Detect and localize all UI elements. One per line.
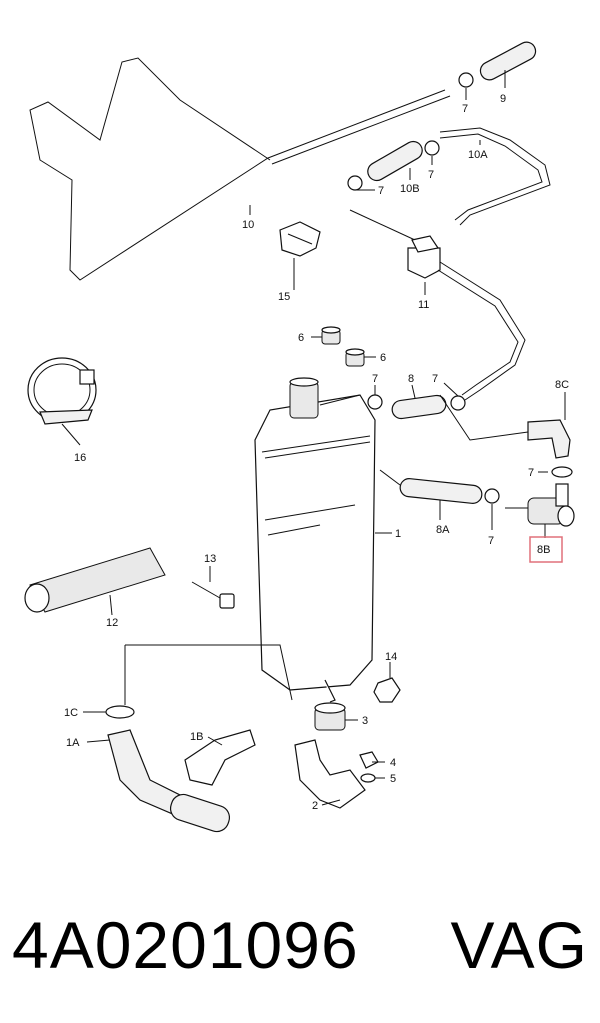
- label-7c: 7: [378, 185, 384, 197]
- label-7g: 7: [488, 535, 494, 547]
- label-8A: 8A: [436, 524, 450, 536]
- label-12: 12: [106, 617, 118, 629]
- label-5: 5: [390, 773, 396, 785]
- label-6b: 6: [380, 352, 386, 364]
- mount-6-right: [345, 348, 365, 367]
- hose-9: [479, 41, 537, 81]
- label-7e: 7: [432, 373, 438, 385]
- hose-10B: [367, 140, 423, 182]
- callout-labels: 9 7 10A 7 10B 7 10 11 15 6 6 7 8 7 8C 16…: [64, 93, 569, 812]
- clamp-7-valve-top: [551, 466, 573, 478]
- label-8B: 8B: [537, 544, 550, 556]
- caption-bar: 4A0201096 VAG: [0, 890, 600, 1000]
- mount-6-left: [321, 326, 341, 345]
- callout-leaders: [61, 70, 566, 806]
- label-1B: 1B: [190, 731, 203, 743]
- hose-from-bracket: [437, 261, 526, 401]
- label-1: 1: [395, 528, 401, 540]
- label-14: 14: [385, 651, 397, 663]
- valve-8B: [505, 483, 575, 527]
- bracket-2: [294, 739, 366, 809]
- label-13: 13: [204, 553, 216, 565]
- foam-tube-12: [24, 547, 166, 613]
- clamp-7-10B-left: [347, 175, 363, 191]
- clamp-7-8A: [484, 488, 500, 504]
- exploded-parts-diagram: 9 7 10A 7 10B 7 10 11 15 6 6 7 8 7 8C 16…: [24, 41, 575, 833]
- brand-name: VAG: [450, 908, 588, 982]
- hose-1A: [107, 729, 231, 833]
- nut-4: [359, 751, 379, 769]
- leader-lines: [124, 394, 529, 705]
- vent-pipe-10: [29, 57, 451, 281]
- label-7b: 7: [428, 169, 434, 181]
- grommet-3: [314, 702, 346, 731]
- bracket-11: [407, 235, 441, 279]
- label-10A: 10A: [468, 149, 488, 161]
- label-10B: 10B: [400, 183, 420, 195]
- hose-8: [391, 394, 447, 420]
- label-2: 2: [312, 800, 318, 812]
- label-4: 4: [390, 757, 396, 769]
- clip-15: [279, 221, 321, 257]
- label-9: 9: [500, 93, 506, 105]
- clamp-7-hose8: [450, 395, 466, 411]
- part-number: 4A0201096: [12, 908, 359, 982]
- strap-16: [27, 357, 97, 425]
- clamp-7-10B-right: [424, 140, 440, 156]
- label-3: 3: [362, 715, 368, 727]
- elbow-hose-8C: [527, 419, 571, 459]
- pipe-10A: [439, 127, 551, 226]
- label-1A: 1A: [66, 737, 80, 749]
- label-11: 11: [418, 299, 429, 311]
- clamp-7-canister: [367, 394, 383, 410]
- hose-8A: [399, 478, 483, 504]
- label-8: 8: [408, 373, 414, 385]
- washer-5: [360, 773, 376, 783]
- bracket-1B: [184, 729, 256, 786]
- label-10: 10: [242, 219, 254, 231]
- label-7a: 7: [462, 103, 468, 115]
- label-6a: 6: [298, 332, 304, 344]
- label-8C: 8C: [555, 379, 569, 391]
- clamp-7-top: [458, 72, 474, 88]
- screw-13: [191, 581, 235, 609]
- label-1C: 1C: [64, 707, 78, 719]
- nut-14: [373, 677, 401, 703]
- label-7d: 7: [372, 373, 378, 385]
- label-15: 15: [278, 291, 290, 303]
- highlight-box-8B: [529, 536, 563, 563]
- label-7f: 7: [528, 467, 534, 479]
- label-16: 16: [74, 452, 86, 464]
- clamp-1C: [105, 705, 135, 719]
- charcoal-canister-1: [254, 377, 376, 703]
